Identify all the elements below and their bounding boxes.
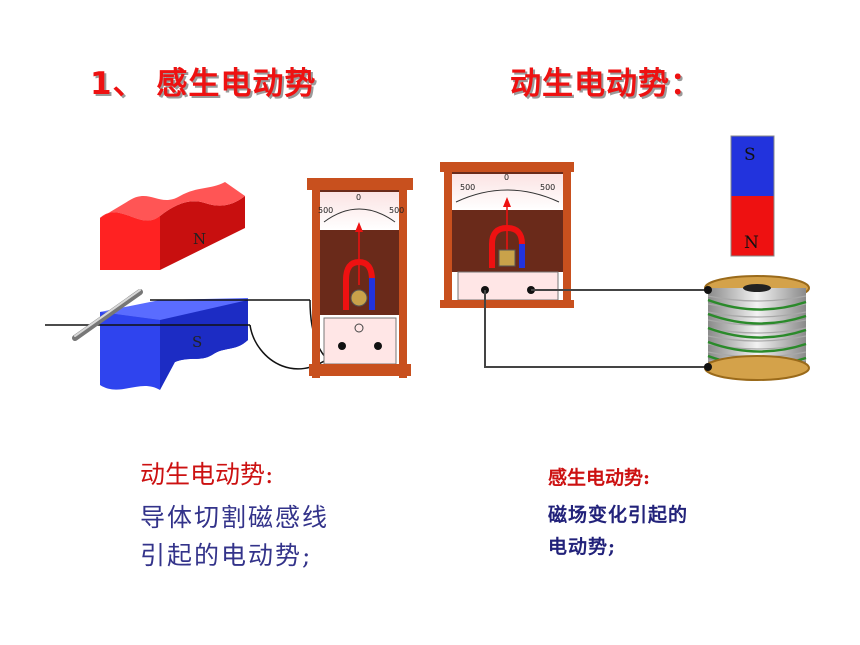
caption-left-line2: 引起的电动势; [140, 541, 313, 570]
caption-right-heading: 感生电动势: [548, 467, 651, 489]
bar-magnet: S N [730, 135, 775, 257]
terminal-left-2 [374, 342, 382, 350]
gauge-right-scale-c: 0 [504, 173, 509, 182]
title-left: 1、 感生电动势 [90, 66, 317, 102]
top-magnet-label: N [193, 230, 206, 248]
gauge-left-scale-c: 0 [356, 193, 361, 202]
top-magnet-n: N [100, 182, 245, 270]
galvanometer-right: 500 0 500 [440, 162, 574, 308]
terminal-left-1 [338, 342, 346, 350]
moving-rod [72, 289, 143, 341]
caption-left-line1: 导体切割磁感线 [140, 503, 330, 532]
gauge-right-scale-l: 500 [460, 183, 475, 192]
bottom-magnet-label: S [192, 333, 202, 351]
bottom-magnet-s: S [100, 298, 248, 390]
coil [704, 275, 810, 381]
gauge-left-scale-l: 500 [318, 206, 333, 215]
gauge-right-scale-r: 500 [540, 183, 555, 192]
gauge-left-scale-r: 500 [389, 206, 404, 215]
bar-magnet-bottom-label: N [744, 233, 759, 253]
title-right: 动生电动势： [510, 66, 702, 102]
caption-right-line1: 磁场变化引起的 [548, 504, 689, 526]
bar-magnet-top-label: S [744, 145, 756, 165]
wire-right-2 [484, 290, 708, 368]
caption-left-heading: 动生电动势: [140, 460, 274, 489]
galvanometer-left: 500 0 500 [307, 178, 413, 378]
caption-right-line2: 电动势; [548, 536, 617, 558]
